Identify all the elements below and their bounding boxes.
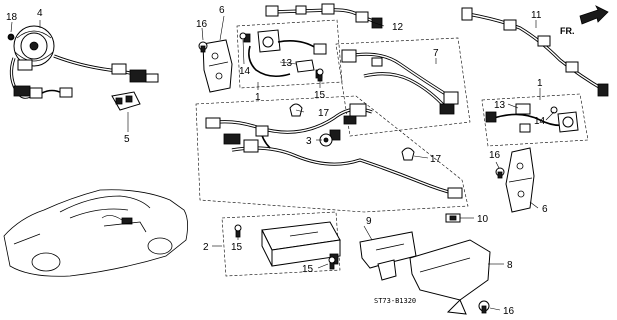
bolt-part-18 <box>8 34 14 40</box>
harness-main-lower <box>195 95 469 213</box>
callout-14-b: 14 <box>534 116 546 127</box>
callout-10: 10 <box>477 214 489 225</box>
callout-6-b: 6 <box>542 204 548 215</box>
bolt-part-14-b <box>550 106 558 114</box>
bolt-part-16-a <box>198 41 208 53</box>
callout-15-c: 15 <box>302 264 314 275</box>
callout-2: 2 <box>203 242 209 253</box>
bracket-part-6-upper <box>202 39 233 93</box>
front-direction-label: FR. <box>560 26 575 36</box>
callout-13-b: 13 <box>494 100 506 111</box>
callout-12: 12 <box>392 22 404 33</box>
clip-part-17-lower <box>401 147 415 161</box>
bracket-part-6-lower <box>505 147 535 213</box>
callout-4: 4 <box>37 8 43 19</box>
clip-part-10 <box>445 213 461 223</box>
callout-9: 9 <box>366 216 372 227</box>
callout-3: 3 <box>306 136 312 147</box>
callout-14-a: 14 <box>239 66 251 77</box>
harness-part-12 <box>265 3 383 29</box>
cable-reel-assembly <box>7 25 159 99</box>
sensor-group-upper <box>236 19 343 89</box>
bolt-part-16-c <box>478 300 490 314</box>
callout-6-a: 6 <box>219 5 225 16</box>
cover-part-8 <box>409 239 491 315</box>
callout-8: 8 <box>507 260 513 271</box>
leader-lines <box>10 15 555 311</box>
callout-11: 11 <box>531 10 542 21</box>
bracket-part-5 <box>111 91 141 111</box>
callout-15-a: 15 <box>314 90 326 101</box>
callout-13-a: 13 <box>281 58 293 69</box>
cover-part-9 <box>359 231 417 281</box>
vehicle-location-sketch <box>3 189 188 277</box>
harness-part-11 <box>461 7 609 97</box>
callout-17-a: 17 <box>318 108 330 119</box>
callout-5: 5 <box>124 134 130 145</box>
bolt-part-14-a <box>239 32 247 40</box>
callout-15-b: 15 <box>231 242 243 253</box>
front-direction-arrow-icon <box>579 5 609 25</box>
callout-7: 7 <box>433 48 439 59</box>
bolt-part-15-b <box>234 224 242 238</box>
callout-1-a: 1 <box>255 92 261 103</box>
diagram-code: ST73-B1320 <box>374 297 416 305</box>
callout-16-a: 16 <box>196 19 208 30</box>
callout-18: 18 <box>6 12 18 23</box>
harness-part-7 <box>335 37 471 137</box>
callout-17-b: 17 <box>430 154 442 165</box>
callout-16-b: 16 <box>489 150 501 161</box>
sensor-group-right <box>481 93 589 147</box>
bolt-part-16-b <box>495 167 505 179</box>
callout-16-c: 16 <box>503 306 515 317</box>
bolt-part-15-c <box>328 256 336 270</box>
callout-1-b: 1 <box>537 78 543 89</box>
